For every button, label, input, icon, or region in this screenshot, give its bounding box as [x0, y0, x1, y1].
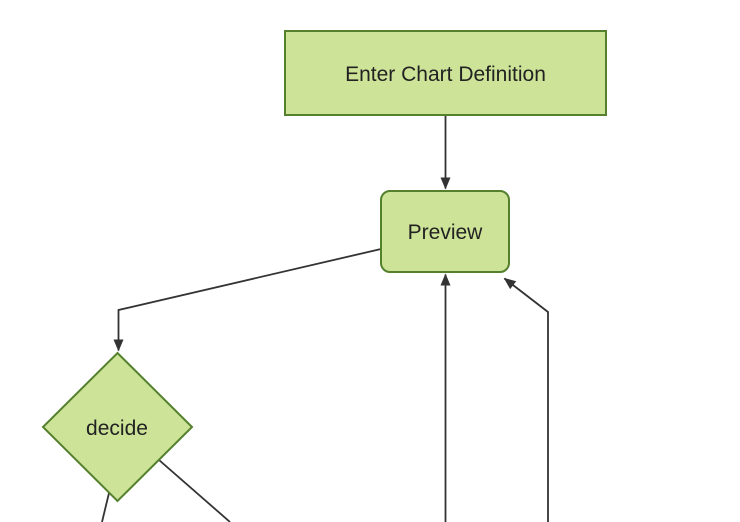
- enter-chart-definition-label: Enter Chart Definition: [345, 63, 546, 86]
- edge-decide-to-offscreen-left: [101, 492, 110, 522]
- decide-label: decide: [86, 417, 148, 440]
- edge-decide-to-offscreen-right: [158, 459, 231, 522]
- preview-box: [380, 190, 510, 273]
- preview-label: Preview: [408, 221, 484, 244]
- node-preview: Preview: [380, 190, 510, 273]
- node-decide: decide: [41, 351, 194, 503]
- enter-chart-definition-box: [284, 30, 607, 116]
- decide-diamond: [41, 351, 194, 503]
- node-enter-chart-definition: Enter Chart Definition: [284, 30, 607, 116]
- edge-preview-to-decide: [113, 248, 382, 352]
- edge-offscreen-right-to-preview: [503, 277, 549, 522]
